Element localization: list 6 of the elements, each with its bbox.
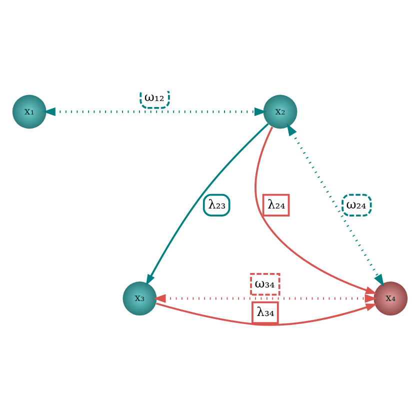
edge-label: ω₃₄: [254, 276, 275, 291]
edge-label: λ₂₃: [208, 197, 226, 212]
edge-label: ω₁₂: [144, 90, 164, 104]
edge-label: λ₃₄: [256, 304, 274, 319]
edge-label: λ₂₄: [268, 197, 286, 212]
edge-label: ω₂₄: [346, 197, 366, 212]
